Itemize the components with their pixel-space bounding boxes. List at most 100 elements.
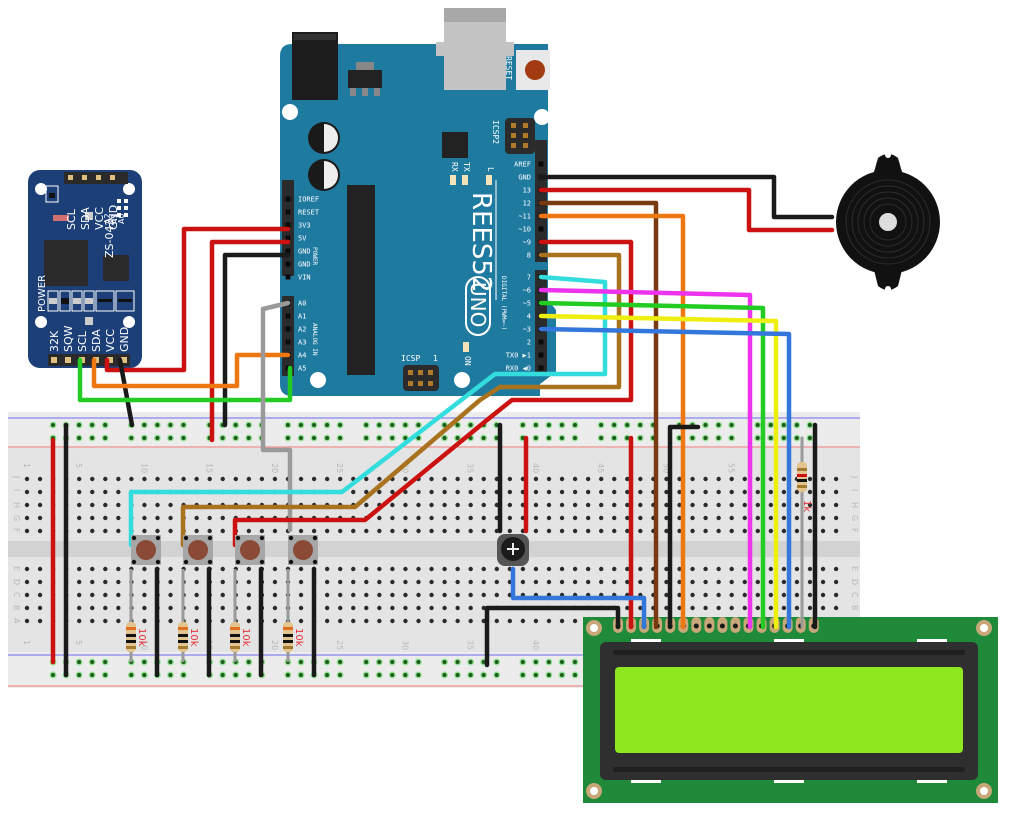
push-button-4[interactable]	[288, 535, 318, 565]
breadboard-hole[interactable]	[338, 605, 343, 611]
rail-hole[interactable]	[233, 423, 238, 427]
breadboard-hole[interactable]	[755, 579, 760, 585]
breadboard-hole[interactable]	[677, 515, 682, 521]
breadboard-hole[interactable]	[533, 476, 539, 482]
breadboard-hole[interactable]	[442, 579, 447, 585]
breadboard-hole[interactable]	[794, 489, 800, 495]
breadboard-hole[interactable]	[77, 489, 82, 495]
breadboard-hole[interactable]	[442, 515, 447, 521]
breadboard-hole[interactable]	[742, 592, 747, 598]
rail-hole[interactable]	[612, 436, 617, 440]
breadboard-hole[interactable]	[481, 489, 486, 495]
breadboard-hole[interactable]	[677, 579, 682, 585]
breadboard-hole[interactable]	[416, 528, 421, 534]
rail-hole[interactable]	[442, 673, 447, 677]
breadboard-hole[interactable]	[168, 579, 173, 585]
breadboard-hole[interactable]	[259, 528, 265, 534]
breadboard-hole[interactable]	[781, 476, 787, 482]
breadboard-hole[interactable]	[338, 592, 343, 598]
wire-rtc-vcc-3v3[interactable]	[104, 226, 291, 373]
rail-hole[interactable]	[377, 423, 382, 427]
breadboard-hole[interactable]	[716, 476, 721, 482]
rail-hole[interactable]	[338, 436, 343, 440]
rail-hole[interactable]	[390, 673, 395, 677]
breadboard-hole[interactable]	[364, 528, 369, 534]
breadboard-hole[interactable]	[585, 476, 591, 482]
breadboard-hole[interactable]	[364, 489, 369, 495]
breadboard-hole[interactable]	[807, 515, 813, 521]
rail-hole[interactable]	[403, 660, 408, 664]
breadboard-hole[interactable]	[103, 515, 108, 521]
breadboard-hole[interactable]	[403, 515, 408, 521]
breadboard-hole[interactable]	[377, 605, 382, 611]
rail-hole[interactable]	[377, 673, 382, 677]
rail-hole[interactable]	[364, 436, 369, 440]
breadboard-hole[interactable]	[807, 566, 813, 572]
potentiometer[interactable]	[497, 534, 529, 566]
breadboard-hole[interactable]	[494, 592, 499, 598]
breadboard-hole[interactable]	[481, 566, 486, 572]
breadboard-hole[interactable]	[599, 489, 604, 495]
breadboard-hole[interactable]	[37, 566, 43, 572]
breadboard-hole[interactable]	[546, 476, 552, 482]
breadboard-hole[interactable]	[377, 476, 382, 482]
breadboard-hole[interactable]	[24, 489, 30, 495]
breadboard-hole[interactable]	[429, 489, 434, 495]
breadboard-hole[interactable]	[77, 515, 82, 521]
rail-hole[interactable]	[729, 423, 734, 427]
rail-hole[interactable]	[416, 660, 421, 664]
breadboard-hole[interactable]	[820, 515, 826, 521]
breadboard-hole[interactable]	[690, 502, 695, 508]
breadboard-hole[interactable]	[429, 592, 434, 598]
breadboard-hole[interactable]	[155, 515, 160, 521]
rtc-pin[interactable]	[121, 357, 127, 363]
breadboard-hole[interactable]	[729, 476, 734, 482]
breadboard-hole[interactable]	[103, 528, 108, 534]
breadboard-hole[interactable]	[781, 605, 787, 611]
breadboard-hole[interactable]	[781, 592, 787, 598]
breadboard-hole[interactable]	[690, 476, 695, 482]
breadboard-hole[interactable]	[298, 579, 304, 585]
breadboard-hole[interactable]	[572, 566, 578, 572]
rail-hole[interactable]	[181, 423, 186, 427]
wire-d8-button2[interactable]	[180, 252, 622, 548]
breadboard-hole[interactable]	[716, 605, 721, 611]
rail-hole[interactable]	[794, 423, 799, 427]
breadboard-hole[interactable]	[390, 579, 395, 585]
breadboard-hole[interactable]	[207, 528, 212, 534]
breadboard-hole[interactable]	[677, 605, 682, 611]
breadboard-hole[interactable]	[364, 605, 369, 611]
wire-rtc-scl-a5[interactable]	[77, 357, 293, 403]
breadboard-hole[interactable]	[755, 566, 760, 572]
breadboard-hole[interactable]	[612, 489, 617, 495]
breadboard-hole[interactable]	[259, 476, 265, 482]
wire-pot-contrast[interactable]	[510, 566, 647, 630]
rail-hole[interactable]	[768, 423, 773, 427]
analog-pin[interactable]	[285, 313, 291, 319]
breadboard-hole[interactable]	[246, 528, 252, 534]
breadboard-hole[interactable]	[155, 528, 160, 534]
breadboard-hole[interactable]	[90, 528, 95, 534]
wire-a0-button4[interactable]	[260, 300, 293, 533]
breadboard-hole[interactable]	[807, 592, 813, 598]
breadboard-hole[interactable]	[455, 618, 460, 624]
rail-hole[interactable]	[390, 423, 395, 427]
breadboard-hole[interactable]	[168, 618, 173, 624]
breadboard-hole[interactable]	[364, 579, 369, 585]
breadboard-hole[interactable]	[351, 592, 356, 598]
breadboard-hole[interactable]	[246, 566, 252, 572]
rail-hole[interactable]	[390, 436, 395, 440]
rail-hole[interactable]	[51, 423, 55, 427]
rtc-pin[interactable]	[107, 357, 113, 363]
rail-hole[interactable]	[781, 423, 786, 427]
breadboard-hole[interactable]	[168, 515, 173, 521]
rail-hole[interactable]	[90, 436, 95, 440]
breadboard-hole[interactable]	[468, 618, 473, 624]
breadboard-hole[interactable]	[716, 579, 721, 585]
breadboard-hole[interactable]	[298, 476, 304, 482]
breadboard-hole[interactable]	[820, 476, 826, 482]
breadboard-hole[interactable]	[716, 592, 721, 598]
breadboard-hole[interactable]	[351, 605, 356, 611]
rail-hole[interactable]	[416, 673, 421, 677]
rail-hole[interactable]	[298, 673, 303, 677]
